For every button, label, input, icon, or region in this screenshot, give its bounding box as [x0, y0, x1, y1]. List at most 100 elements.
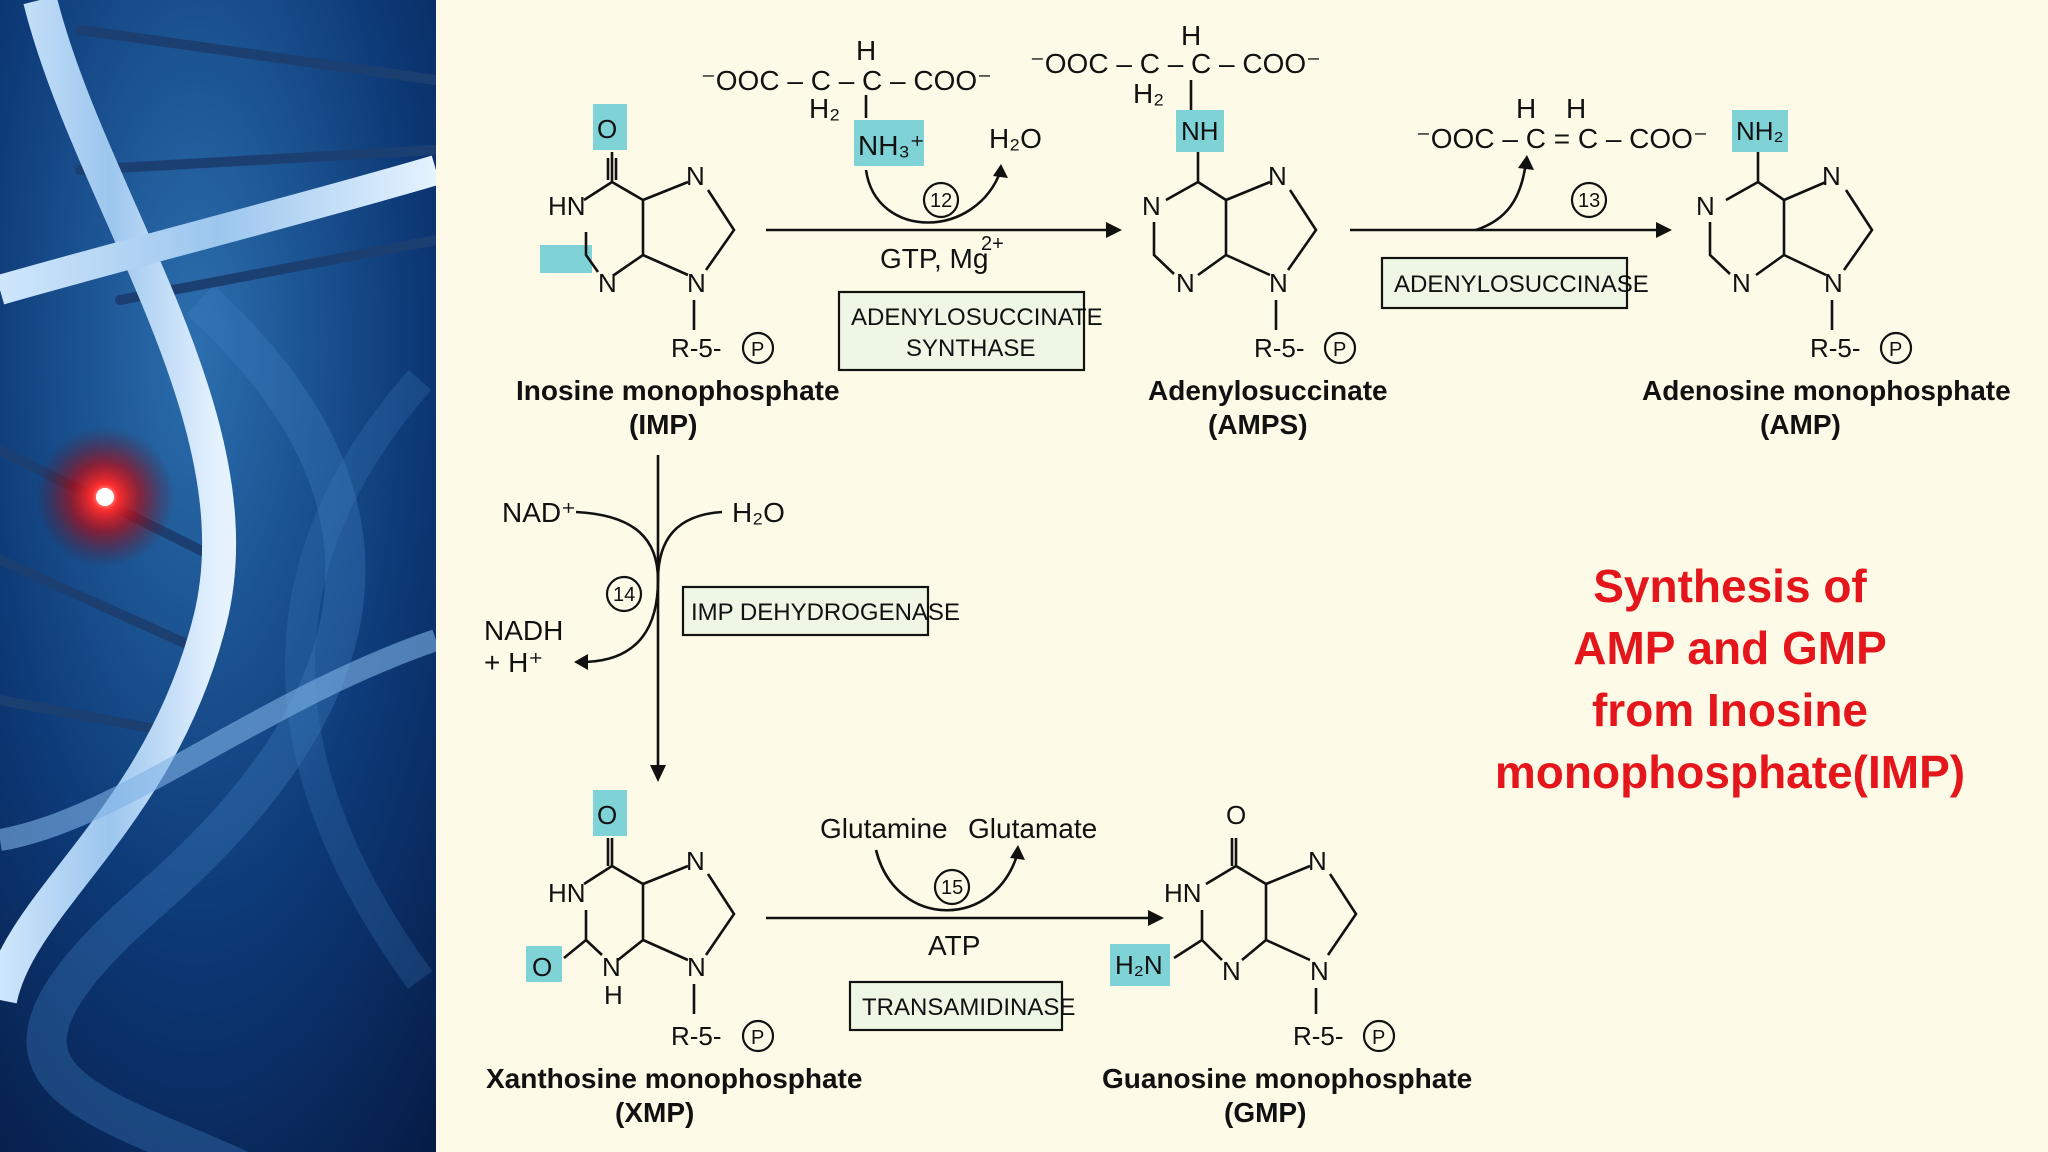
aspartate-amine: NH₃⁺	[858, 130, 925, 161]
imp-o-atom: O	[597, 114, 617, 144]
r15-enzyme-box	[848, 980, 1064, 1032]
title-line-4: monophosphate(IMP)	[1494, 746, 1966, 798]
xmp-phosphate: P	[751, 1027, 764, 1049]
amp-n3: N	[1732, 268, 1751, 298]
r12-cofactor: GTP, Mg	[880, 243, 988, 274]
imp-n9-atom: N	[687, 268, 706, 298]
gmp-ribose: R-5-	[1293, 1021, 1344, 1051]
r12-enzyme-box	[837, 290, 1086, 372]
amps-name: Adenylosuccinate	[1148, 375, 1388, 406]
r15-atp: ATP	[928, 930, 980, 961]
amp-nh2-highlight	[1732, 110, 1788, 152]
xmp-abbr: (XMP)	[615, 1097, 694, 1128]
imp-hn-atom: HN	[548, 191, 586, 221]
r14-enzyme-box	[681, 585, 930, 637]
amp-nh2: NH₂	[1736, 116, 1784, 146]
r15-glutamine: Glutamine	[820, 813, 948, 844]
gmp-phosphate: P	[1372, 1027, 1385, 1049]
gmp-structure: O HN H₂N N N N R-5- P Guanosine monophos…	[1102, 800, 1472, 1128]
fumarate-h2: H	[1566, 93, 1586, 124]
r12-enzyme-line1: ADENYLOSUCCINATE	[851, 304, 1103, 331]
amp-structure: NH₂ N N N N R-5- P Adenosine monophospha…	[1642, 110, 2011, 440]
gmp-h2n-highlight	[1110, 944, 1170, 986]
r14-enzyme: IMP DEHYDROGENASE	[691, 599, 960, 626]
pathway-svg: O HN N N N R-5- P Inosine monophosphate …	[484, 20, 2011, 1128]
r14-water: H₂O	[732, 497, 785, 528]
title-line-2: AMP and GMP	[1573, 622, 1887, 674]
amps-n3: N	[1176, 268, 1195, 298]
imp-abbr: (IMP)	[629, 409, 697, 440]
gmp-hn: HN	[1164, 878, 1202, 908]
r15-enzyme: TRANSAMIDINASE	[862, 994, 1075, 1021]
reaction-15: Glutamine Glutamate 15 ATP TRANSAMIDINAS…	[766, 813, 1164, 1032]
amps-h: H	[1181, 20, 1201, 51]
aspartate-formula: ⁻OOC – C – C – COO⁻	[701, 65, 992, 96]
amps-n1: N	[1142, 191, 1161, 221]
xmp-n9: N	[687, 952, 706, 982]
title-line-1: Synthesis of	[1593, 560, 1867, 612]
amp-phosphate: P	[1889, 339, 1902, 361]
r13-enzyme: ADENYLOSUCCINASE	[1394, 271, 1649, 298]
amps-n9: N	[1269, 268, 1288, 298]
pathway-diagram: O HN N N N R-5- P Inosine monophosphate …	[436, 0, 2048, 1152]
gmp-n7: N	[1308, 846, 1327, 876]
xmp-ribose: R-5-	[671, 1021, 722, 1051]
gmp-n9: N	[1310, 956, 1329, 986]
amp-ribose: R-5-	[1810, 333, 1861, 363]
r13-step: 13	[1578, 190, 1600, 212]
amp-n1: N	[1696, 191, 1715, 221]
aspartate-h2: H₂	[809, 93, 840, 124]
amps-n7: N	[1268, 161, 1287, 191]
r12-cofactor-sup: 2+	[981, 233, 1004, 255]
imp-n7-atom: N	[686, 161, 705, 191]
xmp-o2: O	[532, 952, 552, 982]
amps-structure: ⁻OOC – C – C – COO⁻ H H₂ NH N N N N R-5-…	[1030, 20, 1388, 440]
xmp-o6-highlight	[593, 790, 627, 836]
reaction-14: NAD⁺ H₂O 14 NADH + H⁺ IMP DEHYDROGENASE	[484, 455, 960, 782]
amp-name: Adenosine monophosphate	[1642, 375, 2011, 406]
fumarate-h1: H	[1516, 93, 1536, 124]
amps-ribose: R-5-	[1254, 333, 1305, 363]
imp-o-highlight	[593, 104, 627, 150]
imp-c2-highlight	[540, 245, 592, 273]
amps-h2: H₂	[1133, 78, 1164, 109]
gmp-o6: O	[1226, 800, 1246, 830]
amp-n9: N	[1824, 268, 1843, 298]
amps-nh-highlight	[1176, 110, 1224, 152]
reaction-13: ⁻OOC – C = C – COO⁻ H H 13 ADENYLOSUCCIN…	[1350, 93, 1708, 310]
r12-enzyme-line2: SYNTHASE	[906, 335, 1035, 362]
imp-structure: O HN N N N R-5- P Inosine monophosphate …	[516, 104, 840, 440]
dna-helix-image	[0, 0, 441, 1152]
xmp-o2-highlight	[526, 946, 562, 982]
r14-nad: NAD⁺	[502, 497, 576, 528]
aspartate-h-top: H	[856, 35, 876, 66]
gmp-name: Guanosine monophosphate	[1102, 1063, 1472, 1094]
gmp-h2n: H₂N	[1115, 950, 1163, 980]
r15-glutamate: Glutamate	[968, 813, 1097, 844]
r14-nadh: NADH	[484, 615, 563, 646]
amps-phosphate: P	[1333, 339, 1346, 361]
amps-abbr: (AMPS)	[1208, 409, 1308, 440]
reaction-12: ⁻OOC – C – C – COO⁻ H H₂ NH₃⁺ H₂O 12 GTP…	[701, 35, 1122, 372]
imp-ribose: R-5-	[671, 333, 722, 363]
amps-chain: ⁻OOC – C – C – COO⁻	[1030, 48, 1321, 79]
r14-h-plus: + H⁺	[484, 647, 543, 678]
r14-step: 14	[613, 584, 635, 606]
aspartate-amine-highlight	[854, 120, 924, 166]
gmp-abbr: (GMP)	[1224, 1097, 1306, 1128]
imp-name: Inosine monophosphate	[516, 375, 840, 406]
gmp-n3: N	[1222, 956, 1241, 986]
dna-background-panel	[0, 0, 441, 1152]
title-line-3: from Inosine	[1591, 684, 1869, 736]
r12-water: H₂O	[989, 123, 1042, 154]
xmp-structure: O HN O N H N N R-5- P Xanthosine monopho…	[486, 790, 862, 1128]
xmp-n7: N	[686, 846, 705, 876]
xmp-hn: HN	[548, 878, 586, 908]
xmp-n3: N	[602, 952, 621, 982]
amp-n7: N	[1822, 161, 1841, 191]
r15-step: 15	[941, 877, 963, 899]
slide-title: Synthesis of AMP and GMP from Inosine mo…	[1440, 555, 2020, 803]
imp-phosphate: P	[751, 339, 764, 361]
r13-enzyme-box	[1380, 256, 1629, 310]
